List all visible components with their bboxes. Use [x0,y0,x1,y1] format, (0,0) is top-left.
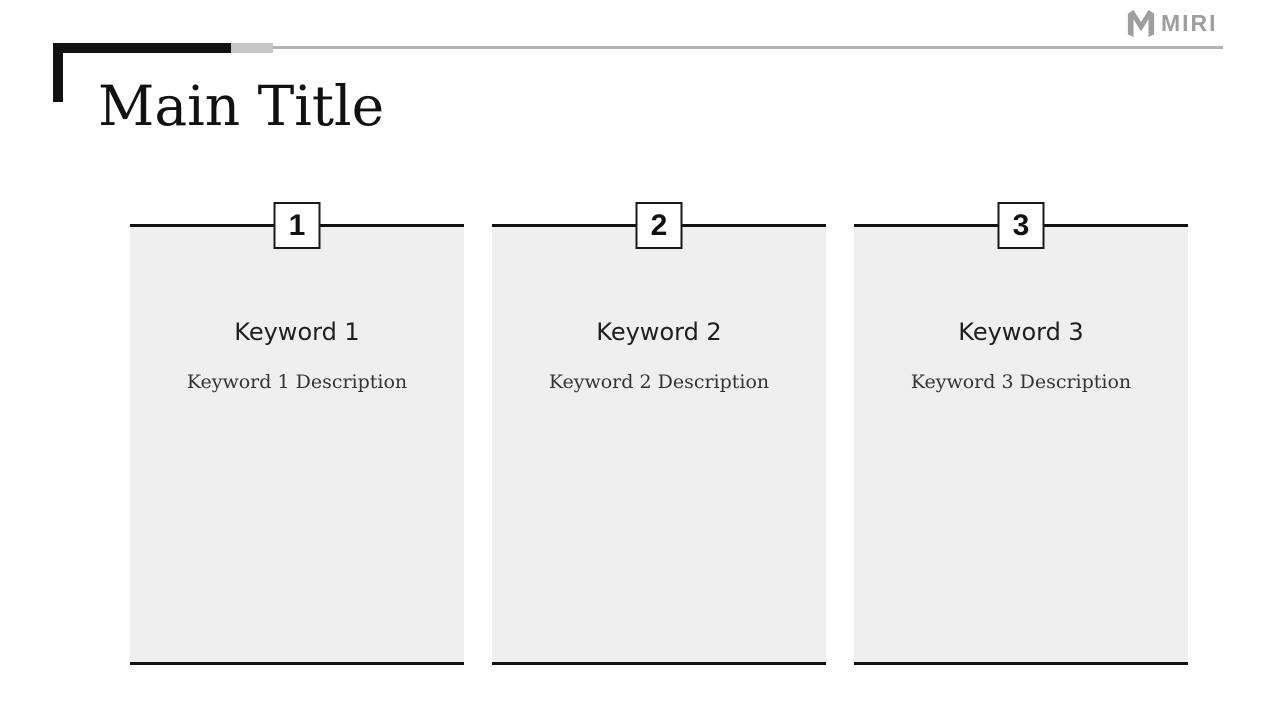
card-2-number-badge: 2 [635,202,683,249]
card-3-description: Keyword 3 Description [910,371,1132,393]
card-2-keyword: Keyword 2 [596,318,722,346]
card-3-keyword: Keyword 3 [958,318,1084,346]
page-title: Main Title [98,74,385,138]
miri-logo-text: MIRI [1161,9,1218,36]
card-2-number: 2 [650,208,668,242]
title-corner-accent-horizontal [53,43,231,53]
content-card-1: 1 Keyword 1 Keyword 1 Description [130,202,464,665]
content-card-3: 3 Keyword 3 Keyword 3 Description [854,202,1188,665]
card-2-description: Keyword 2 Description [548,371,770,393]
content-card-2: 2 Keyword 2 Keyword 2 Description [492,202,826,665]
card-1-number: 1 [288,208,306,242]
header-divider-line [273,46,1223,49]
title-accent-gray-segment [231,43,273,53]
card-3-number-badge: 3 [997,202,1045,249]
miri-logo: MIRI [1126,8,1218,38]
miri-logo-icon [1127,9,1155,38]
card-1-description: Keyword 1 Description [186,371,408,393]
card-1-number-badge: 1 [273,202,321,249]
card-3-number: 3 [1012,208,1030,242]
card-1-keyword: Keyword 1 [234,318,360,346]
title-corner-accent-vertical [53,43,63,102]
